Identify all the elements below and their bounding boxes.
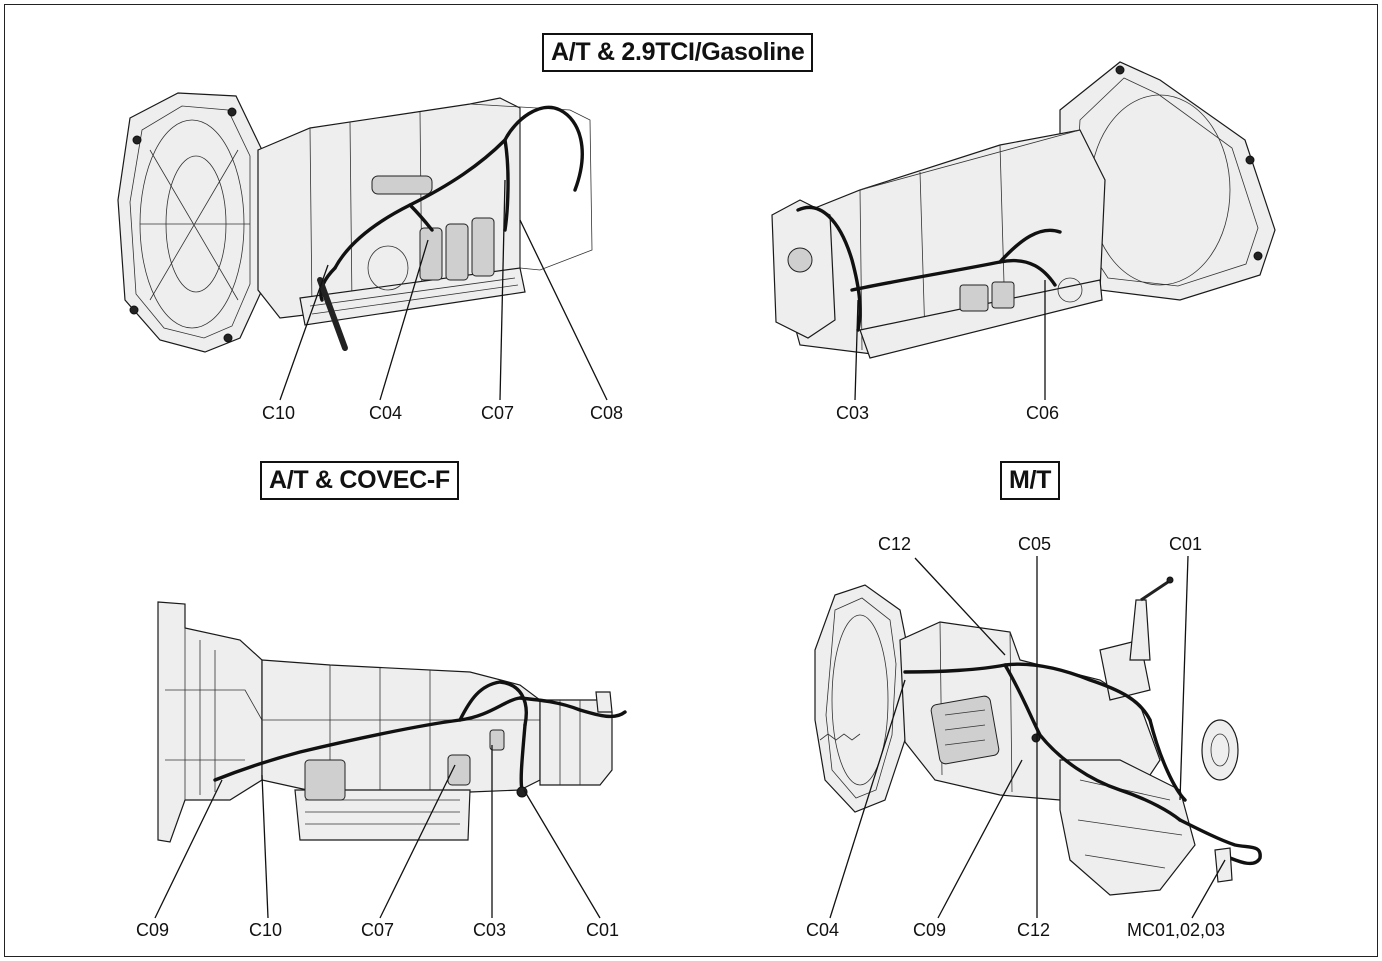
- label-view4-mc01-02-03: MC01,02,03: [1127, 920, 1226, 940]
- label-view3-c01: C01: [586, 920, 620, 940]
- label-view2-c06: C06: [1026, 403, 1060, 423]
- title-mt: M/T: [1000, 461, 1061, 500]
- label-view1-c08: C08: [590, 403, 624, 423]
- label-view1-c10: C10: [262, 403, 296, 423]
- label-view3-c10: C10: [249, 920, 283, 940]
- title-at-covec: A/T & COVEC-F: [260, 461, 459, 500]
- label-view4-c04: C04: [806, 920, 840, 940]
- leaders-view3: [154, 745, 601, 919]
- label-view3-c03: C03: [473, 920, 507, 940]
- title-at-gasoline: A/T & 2.9TCI/Gasoline: [542, 33, 814, 72]
- label-view3-c07: C07: [361, 920, 395, 940]
- label-view1-c07: C07: [481, 403, 515, 423]
- label-view2-c03: C03: [836, 403, 870, 423]
- at-gasoline-left-view: [117, 92, 593, 353]
- at-covec-side-view: [157, 601, 627, 843]
- label-view4-c12-top: C12: [878, 534, 912, 554]
- leaders-view2: [854, 280, 1046, 401]
- leaders-view4: [829, 555, 1226, 919]
- at-gasoline-right-view: [771, 61, 1276, 359]
- label-view4-c01: C01: [1169, 534, 1203, 554]
- label-view4-c09: C09: [913, 920, 947, 940]
- leaders-view1: [279, 179, 608, 401]
- label-view1-c04: C04: [369, 403, 403, 423]
- label-view4-c12-bottom: C12: [1017, 920, 1051, 940]
- label-view3-c09: C09: [136, 920, 170, 940]
- label-view4-c05: C05: [1018, 534, 1052, 554]
- diagram-frame: [4, 4, 1378, 957]
- mt-view: [814, 576, 1262, 896]
